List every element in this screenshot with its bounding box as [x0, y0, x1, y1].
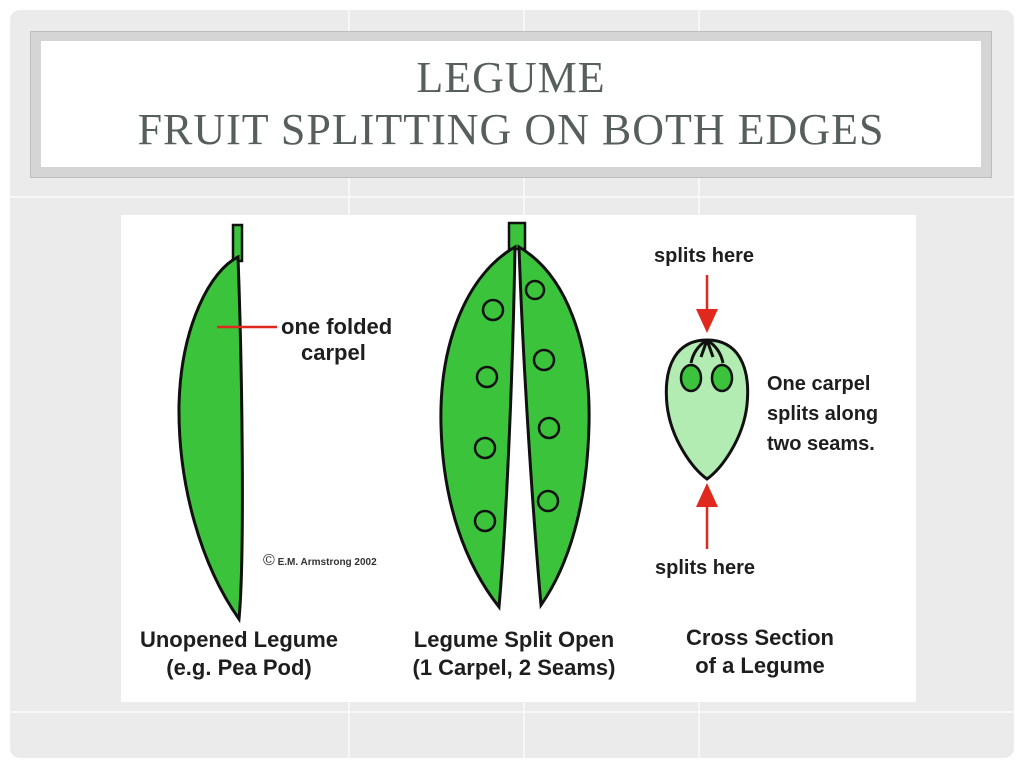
unopened-pod — [177, 223, 277, 624]
slide-title: LEGUME FRUIT SPLITTING ON BOTH EDGES — [41, 41, 981, 167]
top-split-arrow-head — [696, 309, 718, 333]
seed — [473, 436, 497, 460]
split-pod-stem — [507, 221, 527, 251]
title-line-2: FRUIT SPLITTING ON BOTH EDGES — [137, 105, 885, 154]
unopened-caption-line-2: (e.g. Pea Pod) — [166, 655, 312, 680]
cross-section-caption-line-2: of a Legume — [695, 653, 825, 678]
unopened-caption: Unopened Legume (e.g. Pea Pod) — [121, 626, 357, 682]
side-label-line-1: One carpel — [767, 373, 871, 395]
cross-section-caption-line-1: Cross Section — [686, 625, 834, 650]
title-line-1: LEGUME — [416, 53, 606, 102]
seed — [475, 365, 499, 389]
split-open-caption-line-2: (1 Carpel, 2 Seams) — [412, 655, 616, 680]
diagram-drawing — [177, 221, 750, 624]
unopened-caption-line-1: Unopened Legume — [139, 627, 338, 652]
bottom-split-arrow-head — [696, 483, 718, 507]
cross-section-caption: Cross Section of a Legume — [665, 624, 855, 680]
seed — [710, 363, 734, 393]
split-pod — [439, 221, 591, 611]
split-open-caption-line-1: Legume Split Open — [413, 627, 615, 652]
seed — [537, 416, 561, 440]
copyright-notice: © E.M. Armstrong 2002 — [263, 552, 377, 570]
top-split-label: splits here — [654, 245, 755, 267]
cross-section — [664, 275, 750, 549]
seed — [532, 348, 556, 372]
side-label-line-2: splits along — [767, 403, 879, 425]
copyright-symbol: © — [263, 552, 275, 569]
split-open-caption: Legume Split Open (1 Carpel, 2 Seams) — [387, 626, 641, 682]
seed — [536, 489, 560, 513]
seed — [481, 298, 505, 322]
side-label-line-3: two seams. — [767, 433, 875, 455]
cross-section-body — [664, 338, 750, 481]
seed — [524, 279, 546, 301]
seed — [679, 363, 703, 393]
background-grid-line — [10, 196, 1014, 198]
unopened-pod-body — [177, 254, 244, 624]
unopened-pod-stem — [231, 223, 244, 263]
seed — [473, 509, 497, 533]
cross-section-seam — [689, 338, 725, 364]
background-grid-line — [10, 711, 1014, 713]
copyright-text: E.M. Armstrong 2002 — [277, 557, 377, 568]
carpel-label-line-2: carpel — [301, 340, 366, 365]
legume-diagram: one folded carpel © E.M. Armstrong 2002 … — [121, 215, 916, 702]
carpel-label-line-1: one folded — [281, 314, 393, 339]
split-pod-left-half — [439, 244, 517, 611]
bottom-split-label: splits here — [655, 557, 756, 579]
